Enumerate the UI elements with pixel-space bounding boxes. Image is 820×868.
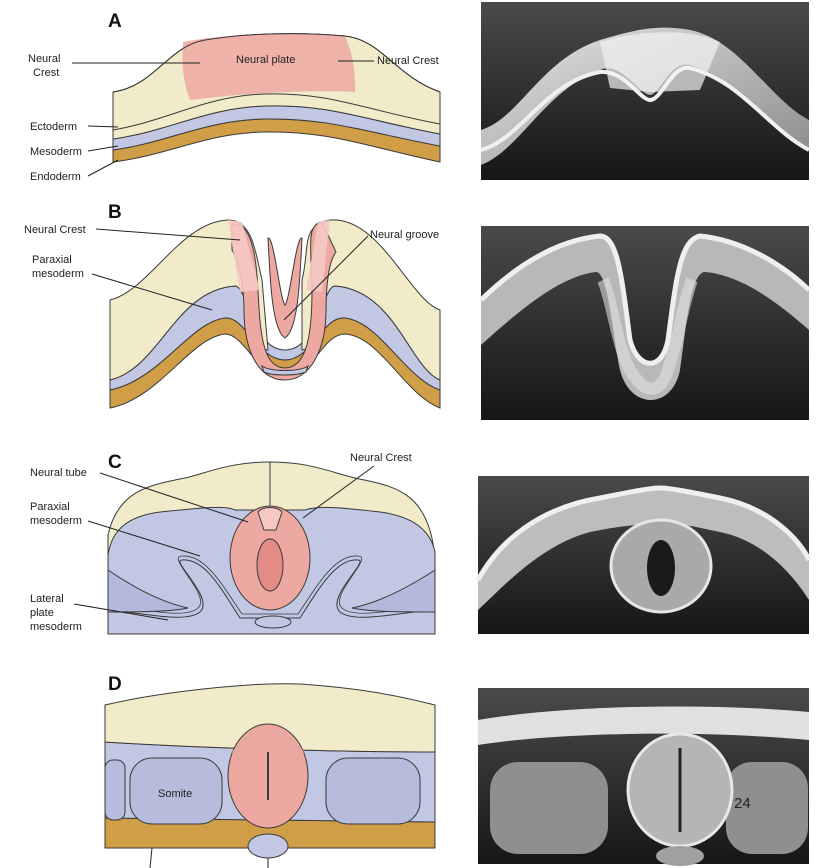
- panel-a-letter: A: [108, 11, 122, 32]
- panel-c-neural-crest: [257, 507, 283, 531]
- label-a-neural-plate: Neural plate: [236, 54, 295, 66]
- panel-d-somite-right: [325, 757, 421, 825]
- panel-a-diagram: [112, 33, 441, 163]
- label-c-paraxial-2: mesoderm: [30, 515, 82, 527]
- panel-c-neural-tube-lumen: [256, 538, 284, 592]
- panel-b-groove: [267, 237, 303, 339]
- label-c-lateral-3: mesoderm: [30, 621, 82, 633]
- label-a-mesoderm: Mesoderm: [30, 146, 82, 158]
- page-number: 24: [734, 795, 751, 812]
- panel-b-diagram: [109, 219, 441, 409]
- panel-d-somite-edge-left: [104, 759, 126, 821]
- panel-d-crest-right: [274, 726, 304, 766]
- label-a-neural-crest-left: Neural: [28, 53, 60, 65]
- panel-c-letter: C: [108, 452, 122, 473]
- panel-d-somite-left: [129, 757, 223, 825]
- panel-c-lateral-mesoderm-right: [351, 569, 436, 613]
- panel-b-neural-crest-left: [228, 220, 260, 292]
- label-b-paraxial-2: mesoderm: [32, 268, 84, 280]
- panel-b-ectoderm: [109, 219, 269, 381]
- panel-c-diagram: [107, 461, 436, 635]
- label-c-lateral-2: plate: [30, 607, 54, 619]
- label-a-endoderm: Endoderm: [30, 171, 81, 183]
- panel-a-neural-plate: [182, 34, 356, 100]
- panel-d-crest: [232, 726, 262, 766]
- label-c-neural-crest: Neural Crest: [350, 452, 412, 464]
- sem-photo-a: [480, 2, 810, 180]
- label-c-paraxial-1: Paraxial: [30, 501, 70, 513]
- label-a-neural-crest-left-2: Crest: [33, 67, 59, 79]
- label-b-neural-crest: Neural Crest: [24, 224, 86, 236]
- sem-photo-b: [479, 226, 811, 420]
- panel-c-lateral-mesoderm-left: [107, 569, 189, 613]
- panel-a-neural-plate-inner: [112, 93, 441, 131]
- panel-d-ectoderm: [104, 683, 436, 753]
- panel-c-endoderm-outline: [107, 555, 436, 615]
- label-b-neural-groove: Neural groove: [370, 229, 439, 241]
- panel-d-notochord: [247, 833, 289, 859]
- label-a-ectoderm: Ectoderm: [30, 121, 77, 133]
- label-c-lateral-1: Lateral: [30, 593, 64, 605]
- panel-d-diagram: [104, 683, 436, 859]
- panel-c-notochord: [254, 615, 292, 629]
- label-a-neural-crest-right: Neural Crest: [377, 55, 439, 67]
- label-b-paraxial-1: Paraxial: [32, 254, 72, 266]
- sem-photo-c: [475, 476, 812, 634]
- panel-b-neural-crest-right: [306, 220, 330, 292]
- panel-b-notochord: [261, 364, 309, 376]
- panel-c-lateral-endoderm: [107, 559, 436, 619]
- label-d-somite: Somite: [158, 788, 192, 800]
- panel-a-ectoderm-surface: [112, 33, 441, 93]
- panel-d-letter: D: [108, 674, 122, 695]
- sem-photo-d: [478, 688, 809, 866]
- panel-b-letter: B: [108, 202, 122, 223]
- label-c-neural-tube: Neural tube: [30, 467, 87, 479]
